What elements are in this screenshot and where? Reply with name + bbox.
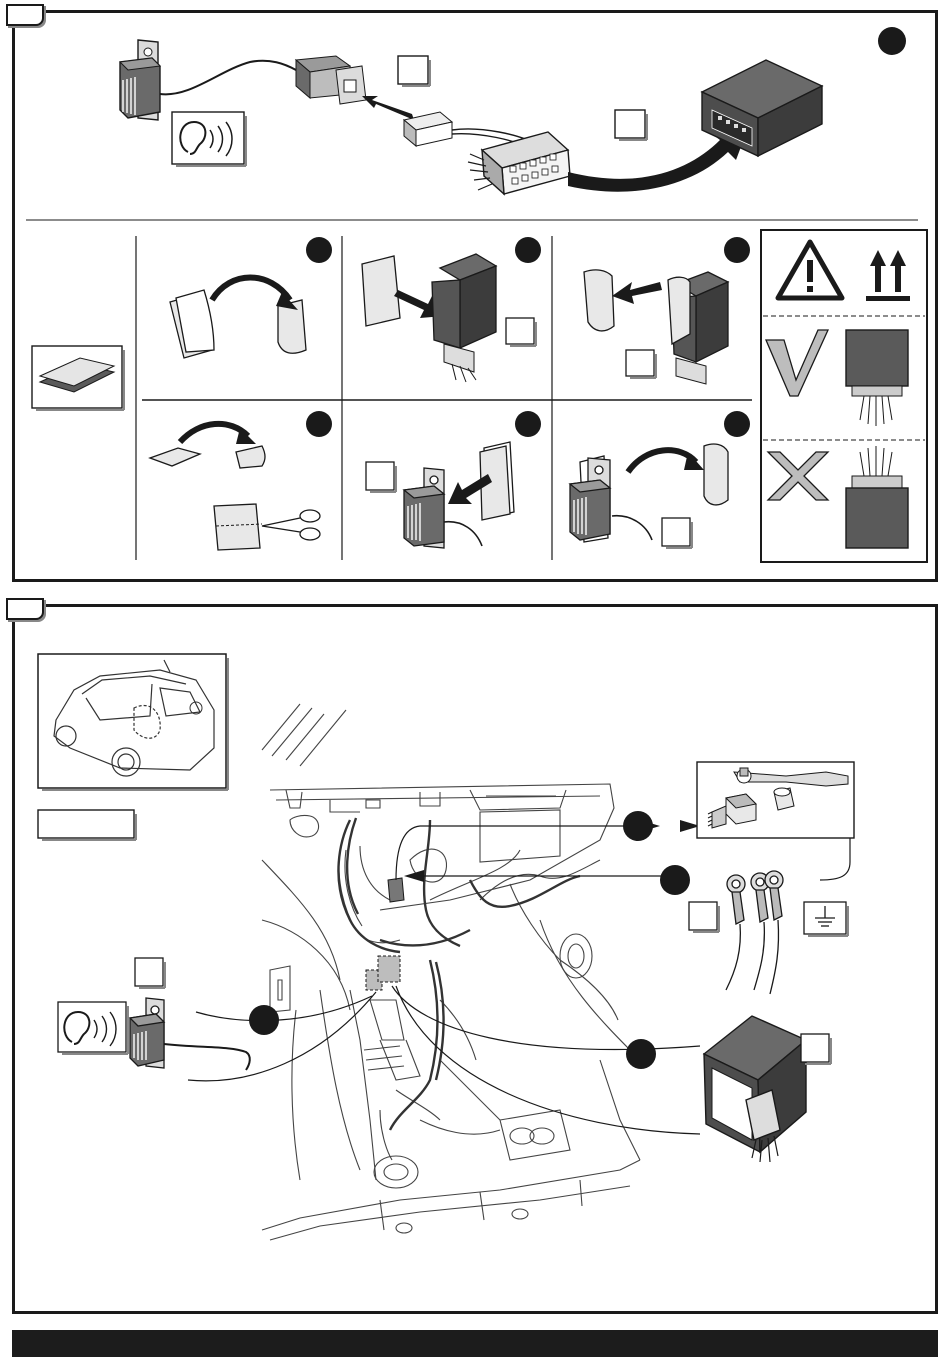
ground-symbol-icon xyxy=(804,902,848,936)
step-badge xyxy=(878,27,906,55)
callout-box xyxy=(801,1034,829,1062)
ring-terminals xyxy=(726,871,783,994)
adhesive-pad-icon xyxy=(32,346,124,410)
vehicle-interior-drawing xyxy=(262,704,640,1240)
tools-and-hardware xyxy=(697,762,854,838)
callout-box xyxy=(689,902,717,930)
orientation-warning-panel xyxy=(761,230,927,562)
ear-sound-icon xyxy=(172,112,246,166)
panel-top-drawing xyxy=(0,0,950,590)
buzzer-module xyxy=(130,998,164,1068)
footer-bar xyxy=(12,1330,938,1357)
callout-box xyxy=(135,958,163,986)
ear-sound-icon xyxy=(58,1002,128,1054)
step-badges xyxy=(249,811,690,1069)
vehicle-location-thumbnail xyxy=(38,654,228,790)
callout-box xyxy=(38,810,134,838)
control-module xyxy=(704,1016,806,1152)
callout-box xyxy=(615,110,645,138)
callout-box xyxy=(398,56,428,84)
buzzer-module xyxy=(120,40,160,120)
panel-bottom-drawing xyxy=(0,600,950,1330)
